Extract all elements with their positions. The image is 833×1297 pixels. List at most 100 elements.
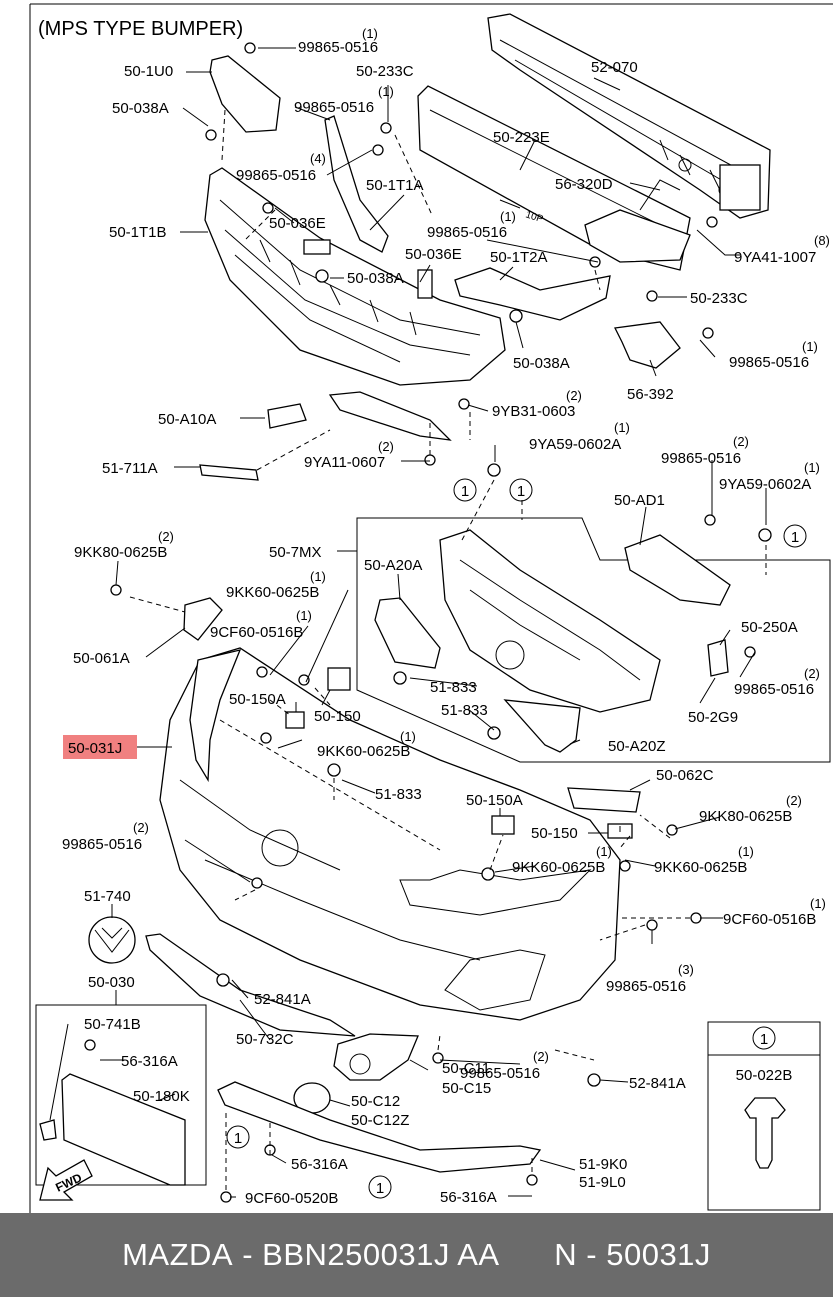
emblem-shape xyxy=(88,916,136,964)
callout-50-223e: 50-223E xyxy=(493,129,550,146)
callout-qty: (1) xyxy=(614,420,630,435)
reference-markers: 1 1 1 1 1 xyxy=(226,478,807,1199)
callout-99865-0516-b: 99865-0516 xyxy=(294,99,374,116)
callout-9ya59-0602a-b: 9YA59-0602A xyxy=(719,476,811,493)
plate-bracket-box xyxy=(35,1004,207,1186)
callout-qty: (1) xyxy=(500,209,516,224)
callout-qty: (1) xyxy=(738,844,754,859)
bracket-50-061a-shape xyxy=(183,597,223,641)
callout-51-9k0: 51-9K0 xyxy=(579,1156,627,1173)
front-arrow-label: FWD xyxy=(53,1170,84,1194)
callout-9yb31-0603: 9YB31-0603 xyxy=(492,403,575,420)
callout-56-316a-a: 56-316A xyxy=(121,1053,178,1070)
callout-99865-0516-c: 99865-0516 xyxy=(236,167,316,184)
footer-catalog-number: N - 50031J xyxy=(554,1237,711,1272)
callout-qty: (1) xyxy=(802,339,818,354)
callout-99865-0516-f: 99865-0516 xyxy=(661,450,741,467)
callout-50-c12: 50-C12 xyxy=(351,1093,400,1110)
callout-50-061a: 50-061A xyxy=(73,650,130,667)
callout-50-7mx: 50-7MX xyxy=(269,544,322,561)
callout-99865-0516-e: 99865-0516 xyxy=(729,354,809,371)
callout-qty: (1) xyxy=(596,844,612,859)
callout-50-2g9: 50-2G9 xyxy=(688,709,738,726)
reference-legend: 1 50-022B xyxy=(707,1021,821,1211)
callout-50-233c-a: 50-233C xyxy=(356,63,414,80)
callout-50-233c-b: 50-233C xyxy=(690,290,748,307)
callout-9kk60-0625b-d: 9KK60-0625B xyxy=(654,859,747,876)
fasteners xyxy=(84,42,772,1203)
callout-qty: (1) xyxy=(378,84,394,99)
bracket-50-1t2a-shape xyxy=(454,267,611,321)
callout-50-150-a: 50-150 xyxy=(314,708,361,725)
bracket-50-1u0-shape xyxy=(209,55,281,133)
legend-part-number: 50-022B xyxy=(736,1067,793,1084)
grille-bracket-assembly-shape xyxy=(439,529,661,713)
duct-50-a20a-shape xyxy=(374,597,441,669)
callout-50-a10a: 50-A10A xyxy=(158,411,216,428)
callout-9ya59-0602a-a: 9YA59-0602A xyxy=(529,436,621,453)
callout-51-833-c: 51-833 xyxy=(375,786,422,803)
grille-frame-shape xyxy=(204,167,506,386)
callout-qty: (1) xyxy=(362,26,378,41)
callout-qty: (2) xyxy=(566,388,582,403)
callout-51-833-a: 51-833 xyxy=(430,679,477,696)
diagram-title: (MPS TYPE BUMPER) xyxy=(38,18,243,40)
footer-brand: MAZDA xyxy=(122,1237,234,1272)
callout-50-150a-a: 50-150A xyxy=(229,691,286,708)
callout-qty: (2) xyxy=(804,666,820,681)
bracket-56-320d-shape xyxy=(584,209,691,263)
under-spoiler-51-9k0-shape xyxy=(217,1081,542,1173)
callout-50-1u0: 50-1U0 xyxy=(124,63,173,80)
callout-99865-0516-j: 99865-0516 xyxy=(460,1065,540,1082)
bracket-50-250a-shape xyxy=(707,639,729,677)
callout-9ya11-0607: 9YA11-0607 xyxy=(304,454,385,471)
callout-qty: (2) xyxy=(133,820,149,835)
legend-marker: 1 xyxy=(760,1031,768,1048)
callout-9kk80-0625b-a: 9KK80-0625B xyxy=(74,544,167,561)
callout-52-841a-b: 52-841A xyxy=(629,1075,686,1092)
callout-9ya41-1007: 9YA41-1007 xyxy=(734,249,816,266)
callout-50-038a-a: 50-038A xyxy=(112,100,169,117)
callout-50-732c: 50-732C xyxy=(236,1031,294,1048)
highlighted-part-box xyxy=(63,735,137,759)
callout-qty: (1) xyxy=(310,569,326,584)
callout-50-031j: 50-031J xyxy=(68,740,122,757)
footer-part-number: BBN250031J AA xyxy=(262,1237,500,1272)
callout-50-036e-b: 50-036E xyxy=(405,246,462,263)
callout-50-180k: 50-180K xyxy=(133,1088,190,1105)
callout-50-c15: 50-C15 xyxy=(442,1080,491,1097)
callout-99865-0516-h: 99865-0516 xyxy=(62,836,142,853)
bracket-56-392-shape xyxy=(614,321,681,369)
alignment-lines xyxy=(129,109,767,1190)
callout-51-9l0: 51-9L0 xyxy=(579,1174,626,1191)
callout-9cf60-0516b-b: 9CF60-0516B xyxy=(723,911,816,928)
callout-qty: (2) xyxy=(733,434,749,449)
callout-52-070: 52-070 xyxy=(591,59,638,76)
reference-marker: 1 xyxy=(376,1180,384,1197)
duct-50-a20z-shape xyxy=(503,699,581,753)
footer-gap xyxy=(500,1237,555,1273)
callout-51-833-b: 51-833 xyxy=(441,702,488,719)
leader-lines xyxy=(49,47,767,1198)
callout-50-250a: 50-250A xyxy=(741,619,798,636)
callout-qty: (3) xyxy=(678,962,694,977)
bumper-cover-shape xyxy=(159,647,621,1021)
molding-50-732c-shape xyxy=(145,933,356,1037)
front-direction-arrow: FWD xyxy=(39,1159,93,1201)
callout-50-1t2a: 50-1T2A xyxy=(490,249,548,266)
callout-99865-0516-d: 99865-0516 xyxy=(427,224,507,241)
callout-qty: (2) xyxy=(786,793,802,808)
callout-50-741b: 50-741B xyxy=(84,1016,141,1033)
callout-52-841a-a: 52-841A xyxy=(254,991,311,1008)
callout-qty: (2) xyxy=(158,529,174,544)
callout-qty: (1) xyxy=(296,608,312,623)
callout-56-320d: 56-320D xyxy=(555,176,613,193)
sub-assembly-frame xyxy=(356,517,831,763)
callout-51-711a: 51-711A xyxy=(102,460,158,477)
callout-56-316a-b: 56-316A xyxy=(291,1156,348,1173)
exploded-parts-diagram: (MPS TYPE BUMPER) 10P xyxy=(29,3,833,1213)
footer-separator: - xyxy=(233,1237,263,1272)
reference-marker: 1 xyxy=(234,1130,242,1147)
callout-50-1t1a: 50-1T1A xyxy=(366,177,424,194)
callout-50-150-b: 50-150 xyxy=(531,825,578,842)
